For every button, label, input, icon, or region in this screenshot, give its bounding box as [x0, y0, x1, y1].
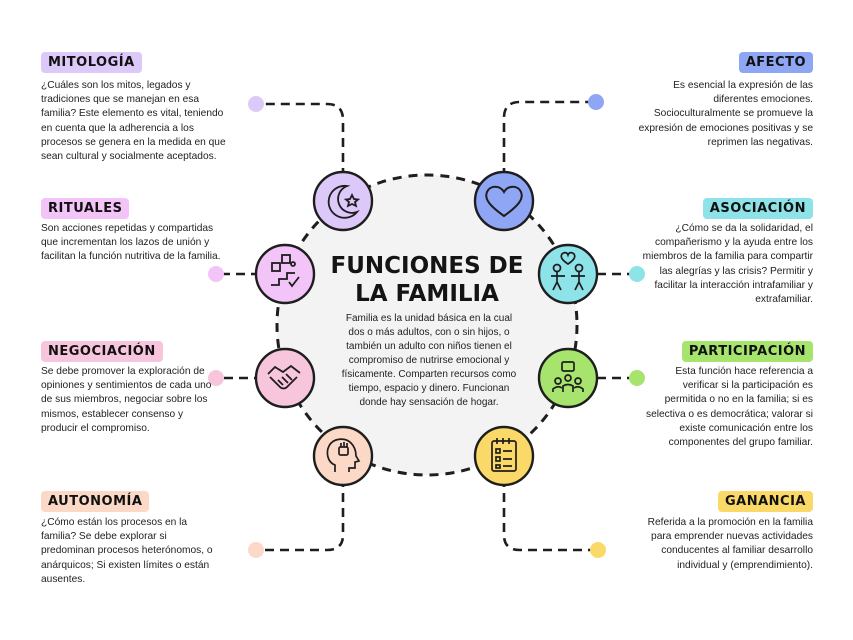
handshake-icon [267, 364, 301, 390]
desc-rituales: Son acciones repetidas y compartidas que… [41, 223, 221, 263]
connector-autonomia [262, 478, 345, 552]
page-title: FUNCIONES DE LA FAMILIA [320, 252, 534, 308]
participacion-circle [537, 347, 599, 409]
dot-participacion [629, 370, 645, 386]
moon-star-icon [327, 184, 361, 219]
dot-ganancia [590, 542, 606, 558]
dot-mitologia [248, 96, 264, 112]
label-participacion: PARTICIPACIÓN [681, 341, 813, 362]
label-ganancia: GANANCIA [718, 491, 813, 512]
connector-ganancia [502, 478, 592, 552]
afecto-circle [473, 170, 535, 232]
desc-ganancia: Referida a la promoción en la familia pa… [647, 517, 813, 571]
title-line-2: LA FAMILIA [355, 281, 499, 307]
dot-rituales [208, 266, 224, 282]
center-description: Familia es la unidad básica en la cual d… [341, 313, 517, 408]
group-meeting-icon [552, 361, 584, 392]
desc-mitologia: ¿Cuáles son los mitos, legados y tradici… [41, 80, 226, 163]
heart-icon [485, 185, 523, 218]
desc-negociacion: Se debe promover la exploración de opini… [41, 366, 212, 434]
rituales-circle [254, 243, 316, 305]
desc-asociacion: ¿Cómo se da la solidaridad, el compañeri… [642, 223, 813, 306]
desc-participacion: Esta función hace referencia a verificar… [645, 366, 813, 449]
autonomia-circle [312, 425, 374, 487]
people-heart-icon [551, 251, 585, 291]
dot-asociacion [629, 266, 645, 282]
desc-autonomia: ¿Cómo están los procesos en la familia? … [41, 517, 213, 585]
title-line-1: FUNCIONES DE [330, 253, 524, 279]
center-circle [275, 173, 579, 477]
ritual-steps-icon [271, 254, 300, 288]
desc-afecto: Es esencial la expresión de las diferent… [638, 80, 813, 148]
label-asociacion: ASOCIACIÓN [702, 198, 813, 219]
endpoint-dots [208, 94, 645, 558]
dot-afecto [588, 94, 604, 110]
negociacion-circle [254, 347, 316, 409]
checklist-icon [491, 438, 517, 472]
dot-autonomia [248, 542, 264, 558]
label-autonomia: AUTONOMÍA [41, 491, 150, 512]
label-mitologia: MITOLOGÍA [41, 52, 142, 73]
label-rituales: RITUALES [41, 198, 130, 219]
label-afecto: AFECTO [738, 52, 813, 73]
connector-mitologia [262, 102, 345, 177]
label-negociacion: NEGOCIACIÓN [41, 341, 163, 362]
dot-negociacion [208, 370, 224, 386]
connector-afecto [502, 100, 590, 177]
ganancia-circle [473, 425, 535, 487]
head-fist-icon [326, 438, 361, 472]
mitologia-circle [312, 170, 374, 232]
